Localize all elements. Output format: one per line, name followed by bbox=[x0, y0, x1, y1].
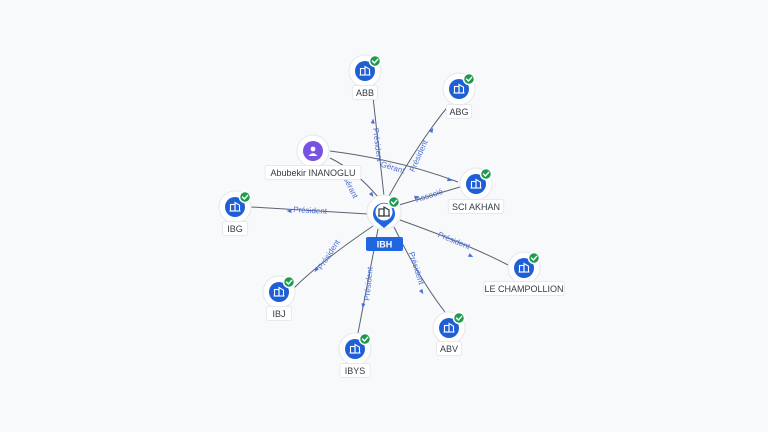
node-label-box bbox=[483, 281, 565, 296]
edge-line bbox=[399, 219, 509, 266]
edge-center-abg: Président bbox=[388, 103, 451, 197]
node-label: SCI AKHAN bbox=[452, 202, 500, 212]
edge-label: Président bbox=[316, 237, 342, 271]
building-icon bbox=[443, 322, 455, 333]
edge-label: Président bbox=[407, 251, 426, 287]
node-label-box bbox=[447, 199, 505, 214]
edge-arrow-icon bbox=[370, 118, 375, 124]
node-label-box bbox=[221, 221, 249, 236]
edge-line bbox=[293, 225, 374, 289]
edge-label: Associé bbox=[415, 187, 445, 204]
edge-label: Gérant bbox=[380, 160, 407, 176]
node-label-box bbox=[339, 363, 371, 378]
node-label-box bbox=[265, 306, 293, 321]
verified-check-icon bbox=[238, 190, 252, 204]
edge-center-abb: Président bbox=[371, 87, 385, 197]
edge-arrow-icon bbox=[467, 253, 474, 258]
verified-check-icon bbox=[527, 251, 541, 265]
verified-check-icon bbox=[387, 195, 401, 209]
node-le-champollion[interactable]: LE CHAMPOLLION bbox=[483, 251, 565, 296]
node-abg[interactable]: ABG bbox=[442, 72, 476, 119]
center-label-box bbox=[366, 237, 403, 251]
edge-label: Président bbox=[371, 127, 384, 162]
node-label: IBG bbox=[227, 224, 243, 234]
node-label-box bbox=[445, 104, 473, 119]
node-label: IBYS bbox=[345, 366, 366, 376]
edge-center-ibj: Président bbox=[293, 225, 374, 289]
node-label: IBJ bbox=[272, 309, 285, 319]
building-icon bbox=[359, 65, 371, 76]
verified-check-icon bbox=[282, 275, 296, 289]
building-icon bbox=[229, 201, 241, 212]
edge-line bbox=[388, 103, 451, 197]
node-label: ABG bbox=[449, 107, 468, 117]
building-icon bbox=[378, 205, 390, 217]
edge-line bbox=[250, 206, 369, 215]
edge-label: Président bbox=[437, 230, 472, 251]
building-icon bbox=[453, 83, 465, 94]
edge-label: Président bbox=[408, 138, 430, 173]
center-label: IBH bbox=[377, 240, 393, 250]
node-label: ABV bbox=[440, 344, 458, 354]
edge-arrow-icon bbox=[447, 177, 453, 182]
node-label-box bbox=[351, 85, 379, 100]
node-label: ABB bbox=[356, 88, 374, 98]
building-icon bbox=[518, 262, 530, 273]
node-label: LE CHAMPOLLION bbox=[484, 284, 563, 294]
edge-arrow-icon bbox=[418, 288, 424, 295]
edge-arrow-icon bbox=[429, 127, 434, 134]
building-icon bbox=[470, 178, 482, 189]
edge-center-ibg: Président bbox=[250, 205, 369, 216]
node-abubekir[interactable]: Abubekir INANOGLU bbox=[264, 134, 362, 180]
verified-check-icon bbox=[358, 332, 372, 346]
edge-arrow-icon bbox=[368, 191, 374, 198]
node-sci-akhan[interactable]: SCI AKHAN bbox=[447, 167, 505, 214]
edge-arrow-icon bbox=[314, 266, 320, 273]
center-node[interactable]: IBH bbox=[366, 194, 403, 251]
node-label-box bbox=[435, 341, 463, 356]
node-ibg[interactable]: IBG bbox=[218, 190, 252, 236]
node-label-box bbox=[264, 165, 362, 180]
verified-check-icon bbox=[462, 72, 476, 86]
person-icon bbox=[308, 146, 318, 156]
node-abb[interactable]: ABB bbox=[348, 54, 382, 100]
nodes-layer: ABB ABG Abubekir INANOGLU SCI AKHAN IBG LE CH… bbox=[218, 54, 565, 378]
edge-label: Président bbox=[362, 266, 375, 301]
node-ibys[interactable]: IBYS bbox=[338, 332, 372, 378]
edge-arrow-icon bbox=[361, 303, 366, 309]
verified-check-icon bbox=[368, 54, 382, 68]
edge-line bbox=[398, 186, 461, 206]
edge-line bbox=[329, 150, 459, 183]
node-ibj[interactable]: IBJ bbox=[262, 275, 296, 321]
building-icon bbox=[273, 286, 285, 297]
edge-arrow-icon bbox=[286, 209, 292, 214]
edge-arrow-icon bbox=[414, 195, 420, 200]
verified-check-icon bbox=[479, 167, 493, 181]
verified-check-icon bbox=[452, 311, 466, 325]
edge-label: Président bbox=[293, 205, 328, 216]
building-icon bbox=[349, 343, 361, 354]
node-label: Abubekir INANOGLU bbox=[270, 168, 355, 178]
node-abv[interactable]: ABV bbox=[432, 311, 466, 356]
edge-line bbox=[371, 87, 385, 197]
